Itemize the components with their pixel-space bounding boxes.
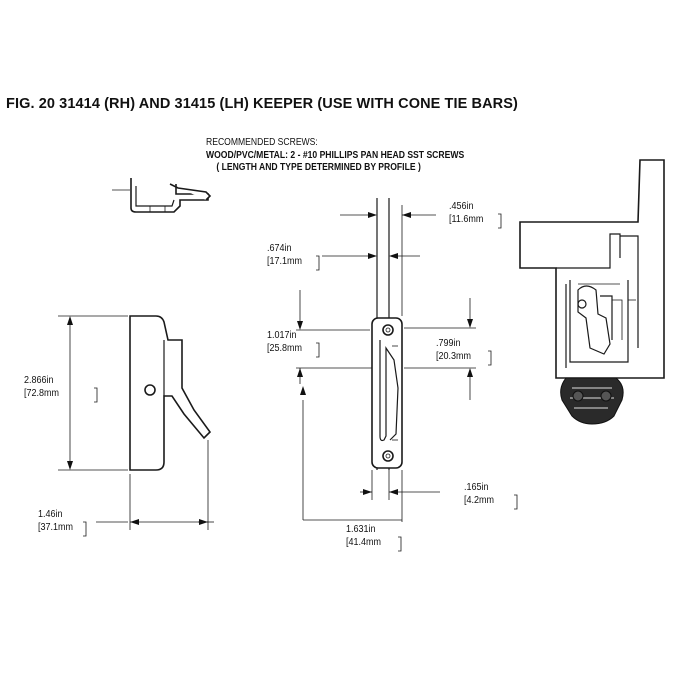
figure-title: FIG. 20 31414 (RH) AND 31415 (LH) KEEPER… <box>6 96 518 112</box>
dim-2866-lines <box>58 315 128 471</box>
dim-165-label: .165in [4.2mm <box>464 482 495 506</box>
screws-heading: RECOMMENDED SCREWS: <box>206 137 318 148</box>
frame-cross-section <box>519 159 665 379</box>
keeper-top-profile <box>112 178 212 213</box>
dim-2866-label: 2.866in [72.8mm <box>24 375 60 399</box>
dim-165-lines <box>360 470 440 500</box>
dim-lower-vertical <box>300 386 336 521</box>
dim-146-lines <box>96 440 214 530</box>
recommended-screws-note: RECOMMENDED SCREWS: WOOD/PVC/METAL: 2 - … <box>206 137 464 175</box>
dim-1017-lines <box>296 290 372 384</box>
keeper-side-view <box>129 315 212 471</box>
dim-674-label: .674in [17.1mm <box>267 243 303 267</box>
screws-spec: WOOD/PVC/METAL: 2 - #10 PHILLIPS PAN HEA… <box>206 149 465 161</box>
dim-799-label: .799in [20.3mm <box>436 338 472 362</box>
dim-146-label: 1.46in [37.1mm <box>38 509 74 533</box>
dim-456-label: .456in [11.6mm <box>449 201 484 225</box>
dim-1017-label: 1.017in [25.8mm <box>267 330 303 354</box>
dim-674-lines <box>322 253 420 259</box>
dim-1631-lines <box>336 470 403 522</box>
cone-tie-bar <box>560 377 624 425</box>
screws-length-note: ( LENGTH AND TYPE DETERMINED BY PROFILE … <box>216 162 421 173</box>
dim-799-lines <box>404 298 476 400</box>
keeper-front-view <box>371 317 403 469</box>
dim-456-lines <box>340 205 436 316</box>
dim-1631-label: 1.631in [41.4mm <box>346 524 382 548</box>
